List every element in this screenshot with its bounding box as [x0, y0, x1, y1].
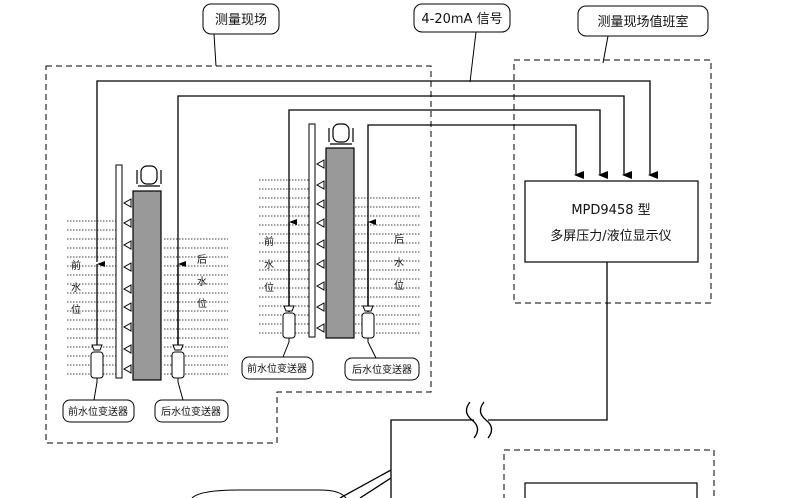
rear-level-char-3-left: 位 — [197, 297, 207, 310]
front-level-char-1-right: 前 — [264, 235, 274, 248]
callout-duty-room-text: 测量现场值班室 — [597, 14, 688, 30]
rear-transmitter-label-left: 后水位变送器 — [161, 405, 221, 418]
gate-hoist-right — [328, 123, 354, 145]
output-line — [339, 262, 608, 498]
rear-transmitter-left — [171, 261, 186, 382]
rear-level-char-3-right: 位 — [394, 279, 404, 292]
gate-hoist-left — [136, 165, 162, 187]
water-lines-right — [259, 179, 420, 334]
display-unit: MPD9458 型 多屏压力/液位显示仪 — [524, 180, 699, 263]
callout-site: 测量现场 — [202, 3, 280, 67]
front-level-char-1-left: 前 — [71, 259, 81, 272]
front-transmitter-callout-left: 前水位变送器 — [62, 381, 135, 423]
gate-right: 前 水 位 后 水 位 前水位变送器 后水位变送器 — [241, 123, 420, 381]
gate-body-left — [132, 190, 162, 381]
gate-guide-left — [115, 164, 123, 379]
lower-room-boundary — [503, 449, 715, 498]
front-transmitter-label-left: 前水位变送器 — [68, 405, 128, 418]
lower-device-partial — [524, 482, 698, 498]
rear-transmitter-right — [361, 219, 376, 342]
front-transmitter-right — [282, 219, 297, 342]
rear-level-char-2-right: 水 — [394, 257, 404, 269]
front-transmitter-label-right: 前水位变送器 — [247, 362, 307, 375]
rear-transmitter-callout-left: 后水位变送器 — [154, 381, 229, 423]
site-boundary — [45, 65, 432, 444]
signal-wires — [96, 80, 658, 350]
gate-rollers-right — [315, 159, 325, 333]
rear-transmitter-label-right: 后水位变送器 — [352, 363, 412, 376]
callout-duty-room: 测量现场值班室 — [577, 5, 709, 64]
front-level-char-2-left: 水 — [71, 282, 81, 294]
front-level-char-2-right: 水 — [264, 259, 274, 271]
front-transmitter-callout-right: 前水位变送器 — [241, 341, 314, 380]
gate-guide-right — [308, 123, 316, 338]
rear-level-char-1-left: 后 — [197, 254, 207, 266]
callout-signal-text: 4-20mA 信号 — [421, 12, 502, 27]
gate-body-right — [325, 147, 355, 339]
front-level-char-3-left: 位 — [71, 303, 81, 316]
front-level-char-3-right: 位 — [264, 281, 274, 294]
display-unit-name: 多屏压力/液位显示仪 — [550, 228, 671, 244]
gate-left: 前 水 位 后 水 位 前水位变送器 后水位变送器 — [62, 164, 229, 423]
gate-rollers-left — [122, 198, 132, 374]
callout-site-text: 测量现场 — [215, 13, 267, 28]
lower-callout-partial — [191, 489, 347, 498]
callout-signal: 4-20mA 信号 — [413, 3, 511, 83]
rear-level-char-1-right: 后 — [394, 234, 404, 246]
display-unit-model: MPD9458 型 — [571, 203, 650, 218]
front-transmitter-left — [90, 261, 105, 382]
rear-level-char-2-left: 水 — [197, 276, 207, 288]
rear-transmitter-callout-right: 后水位变送器 — [344, 341, 420, 381]
